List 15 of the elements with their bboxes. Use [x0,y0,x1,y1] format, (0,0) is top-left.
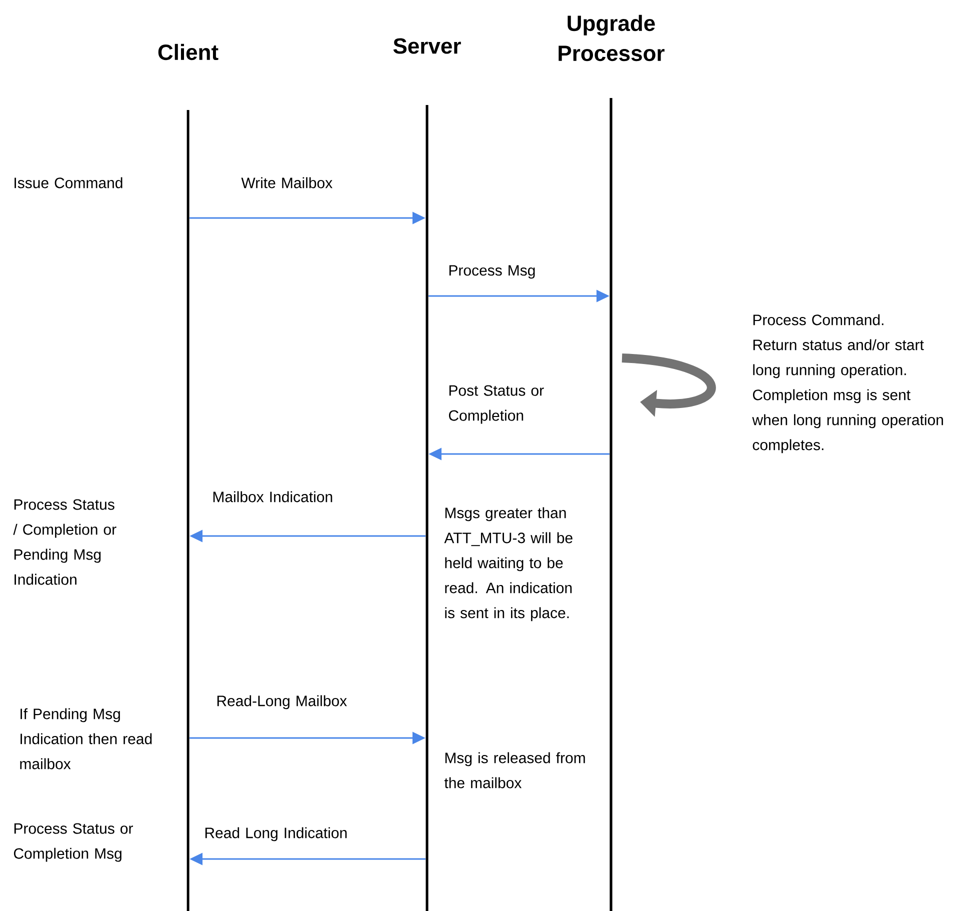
edge-label: Mailbox Indication [213,491,332,502]
edge-label: Post Status or Completion [448,385,544,424]
edge-label: Read Long Indication [205,827,347,842]
edge-label: Read-Long Mailbox [217,695,347,710]
lifeline-header: Upgrade Processor [558,14,664,62]
note: Process Command. Return status and/or start long running operation. Completion msg is sent when long running operation completes. [752,314,943,454]
note: Msg is released from the mailbox [444,752,585,788]
lifeline-header: Client [158,44,218,60]
edge-label: Write Mailbox [241,177,332,188]
note: Process Status or Completion Msg [14,823,133,862]
lifeline-header: Server [393,38,461,54]
note: Issue Command [14,177,122,188]
note: Process Status / Completion or Pending Msg Indication [13,499,116,585]
note: Msgs greater than ATT_MTU-3 will be held waiting to be read. An indication is sent in its place. [444,507,572,622]
edge-label: Process Msg [449,265,535,279]
